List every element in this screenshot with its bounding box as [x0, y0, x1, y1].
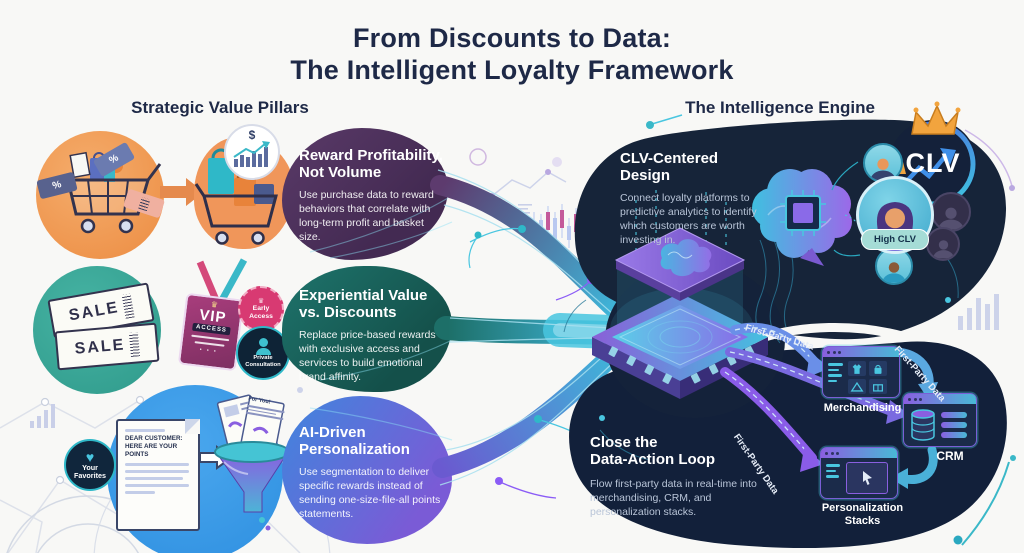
pillar2-body: Replace price-based rewards with exclusi…: [299, 329, 436, 384]
personalization-label: Personalization Stacks: [821, 502, 904, 527]
merchandising-label: Merchandising: [823, 402, 902, 414]
favorites-badge: ♥ Your Favorites: [64, 439, 116, 491]
window-titlebar: [821, 448, 897, 458]
trend-arrow-icon: [904, 152, 949, 184]
screen-tile: [846, 462, 888, 494]
early-access-badge: ♛ Early Access: [238, 286, 284, 332]
bar-chart-decoration-right: [958, 294, 999, 330]
title-line2: The Intelligent Loyalty Framework: [290, 55, 734, 86]
database-icon: [911, 409, 935, 441]
avatar: [863, 143, 903, 183]
pillar2-blob: [282, 266, 452, 392]
clv-design-heading: CLV-Centered Design: [620, 150, 719, 185]
clv-design-body: Connect loyalty platforms to predictive …: [620, 192, 757, 246]
window-titlebar: [823, 347, 899, 357]
heart-icon: ♥: [85, 448, 95, 465]
crown-icon: ♛: [257, 297, 265, 305]
pillar3-body: Use segmentation to deliver specific rew…: [299, 466, 441, 521]
dollar-icon: $: [248, 128, 256, 142]
points-letter-icon: DEAR CUSTOMER: HERE ARE YOUR POINTS: [116, 419, 200, 531]
private-consultation-badge: Private Consultation: [236, 326, 290, 380]
person-icon: [258, 337, 268, 347]
merchandising-window: [822, 346, 900, 398]
ai-chip-processor: [592, 227, 768, 399]
data-loop-heading: Close the Data-Action Loop: [590, 434, 715, 469]
letter-text: DEAR CUSTOMER: HERE ARE YOUR POINTS: [125, 435, 183, 458]
stream-ribbon: [430, 175, 624, 318]
pillar1-blob: [282, 128, 448, 260]
page-title: From Discounts to Data: The Intelligent …: [242, 22, 782, 87]
high-clv-pill: High CLV: [861, 229, 929, 250]
title-line1: From Discounts to Data:: [352, 23, 672, 53]
right-section-header: The Intelligence Engine: [685, 98, 875, 117]
bar-chart-decoration: [30, 404, 55, 428]
clv-badge-text: CLV: [905, 148, 961, 178]
cursor-icon: [863, 471, 872, 485]
pillar3-heading: AI-Driven Personalization: [299, 424, 410, 459]
left-section-header: Strategic Value Pillars: [131, 98, 309, 117]
profit-chart-bubble: $: [224, 124, 280, 180]
shirt-icon: [848, 361, 866, 376]
avatar-faded: [931, 192, 971, 232]
pillar2-heading: Experiential Value vs. Discounts: [299, 287, 428, 322]
pillar1-body: Use purchase data to reward behaviors th…: [299, 189, 434, 244]
window-titlebar: [904, 394, 976, 404]
data-loop-body: Flow first-party data in real-time into …: [590, 478, 757, 518]
personalization-window: [820, 447, 898, 499]
pillar3-blob: [282, 396, 452, 544]
crown-icon: [911, 104, 960, 135]
pillar1-heading: Reward Profitability, Not Volume: [299, 147, 443, 182]
person-icon: [255, 347, 271, 355]
triangle-icon: [848, 379, 866, 394]
avatar-faded: [926, 227, 960, 261]
brain-chip-icon: [752, 169, 866, 266]
crm-label: CRM: [936, 449, 964, 463]
growth-bars-icon: [233, 141, 270, 167]
box-icon: [869, 379, 887, 394]
crm-window: [903, 393, 977, 447]
bag-icon: [869, 361, 887, 376]
